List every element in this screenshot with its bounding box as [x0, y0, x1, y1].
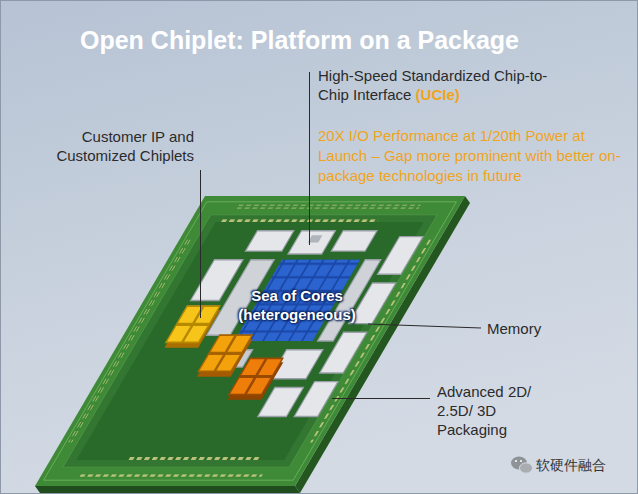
leader-line	[309, 72, 310, 245]
watermark: 软硬件融合	[536, 456, 632, 474]
wechat-icon	[511, 457, 533, 474]
callout-label: Advanced 2D/ 2.5D/ 3D Packaging	[437, 382, 549, 439]
slide-title: Open Chiplet: Platform on a Package	[80, 25, 519, 55]
feature-note: 20X I/O Performance at 1/20th Power at L…	[318, 126, 630, 186]
leader-line	[332, 398, 430, 399]
leader-line	[200, 170, 201, 318]
leader-line	[368, 324, 481, 328]
region-label: Sea of Cores (heterogeneous)	[232, 286, 362, 324]
callout-label: Customer IP and Customized Chiplets	[48, 127, 194, 165]
standard-name: (UCIe)	[416, 86, 460, 103]
callout-label: Memory	[487, 319, 587, 338]
callout-label: High-Speed Standardized Chip-to-Chip Int…	[318, 66, 558, 104]
